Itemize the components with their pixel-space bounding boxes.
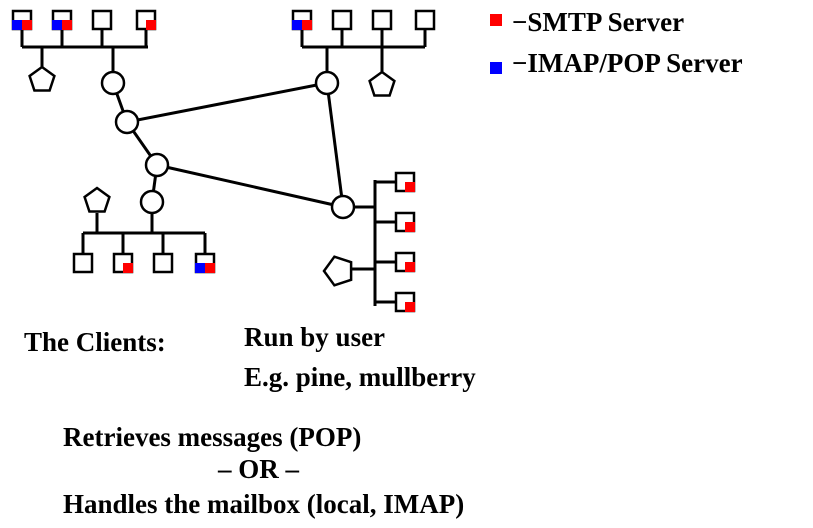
- imap-marker: [12, 20, 22, 30]
- mode-handle: Handles the mailbox (local, IMAP): [63, 489, 465, 519]
- mode-retrieve: Retrieves messages (POP): [63, 422, 362, 452]
- smtp-marker: [123, 263, 133, 273]
- smtp-marker: [205, 263, 215, 273]
- smtp-marker: [22, 20, 32, 30]
- smtp-marker: [405, 262, 415, 272]
- nodes: [11, 9, 436, 313]
- imap-marker: [292, 20, 302, 30]
- host-square-icon: [91, 9, 113, 31]
- legend-smtp-swatch: [490, 14, 502, 26]
- pentagon-node-icon: [322, 255, 353, 287]
- pentagon-node-icon: [28, 65, 56, 92]
- host-square-icon: [371, 9, 393, 31]
- smtp-marker: [405, 182, 415, 192]
- pentagon-node-icon: [368, 70, 396, 97]
- connection-line: [325, 82, 345, 208]
- router-circle-icon: [144, 152, 170, 178]
- smtp-marker: [405, 302, 415, 312]
- host-square-icon: [152, 252, 174, 274]
- host-square-icon: [414, 9, 436, 31]
- router-circle-icon: [314, 70, 340, 96]
- router-circle-icon: [139, 189, 165, 215]
- smtp-marker: [302, 20, 312, 30]
- legend: −SMTP Server −IMAP/POP Server: [490, 7, 743, 78]
- host-square-icon: [331, 9, 353, 31]
- router-circle-icon: [114, 109, 140, 135]
- legend-smtp-label: −SMTP Server: [512, 7, 684, 37]
- smtp-marker: [62, 20, 72, 30]
- router-circle-icon: [330, 194, 356, 220]
- legend-imap-swatch: [490, 62, 502, 74]
- imap-marker: [195, 263, 205, 273]
- clients-run-by: Run by user: [244, 322, 386, 352]
- router-circle-icon: [100, 70, 126, 96]
- legend-imap-label: −IMAP/POP Server: [512, 48, 743, 78]
- smtp-marker: [146, 20, 156, 30]
- pentagon-node-icon: [83, 186, 111, 213]
- clients-examples: E.g. pine, mullberry: [244, 362, 476, 392]
- imap-marker: [52, 20, 62, 30]
- connection-line: [156, 163, 344, 209]
- host-square-icon: [72, 252, 94, 274]
- smtp-marker: [405, 222, 415, 232]
- connection-line: [126, 81, 328, 124]
- clients-heading: The Clients:: [24, 327, 166, 357]
- mode-or: – OR –: [218, 454, 299, 484]
